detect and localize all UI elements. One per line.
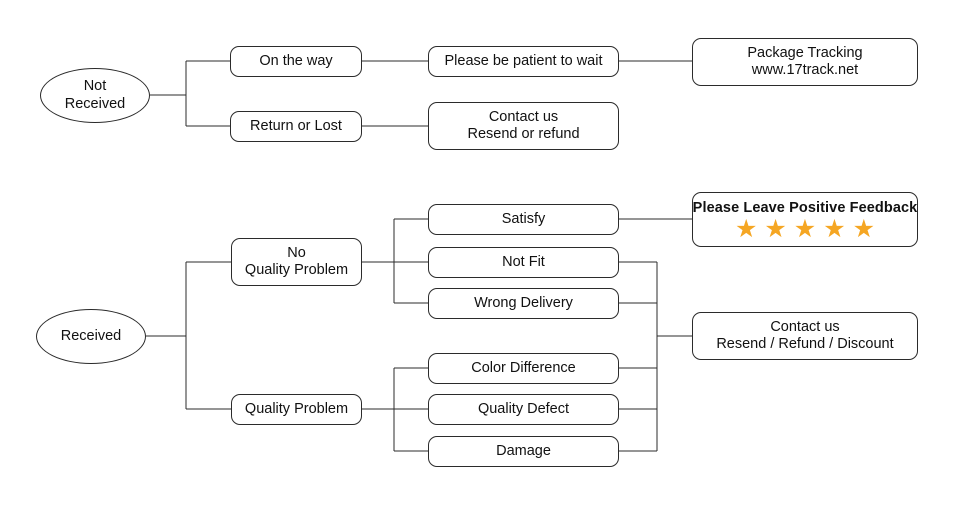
node-contact-us-resend-refund-discount[interactable]: Contact us Resend / Refund / Discount [692, 312, 918, 360]
star-icon: ★ [793, 214, 817, 243]
node-not-fit[interactable]: Not Fit [428, 247, 619, 278]
node-contact-us-resend-or-refund[interactable]: Contact us Resend or refund [428, 102, 619, 150]
node-received[interactable]: Received [36, 309, 146, 364]
node-satisfy[interactable]: Satisfy [428, 204, 619, 235]
positive-feedback-label: Please Leave Positive Feedback [692, 199, 918, 216]
node-wrong-delivery[interactable]: Wrong Delivery [428, 288, 619, 319]
node-on-the-way[interactable]: On the way [230, 46, 362, 77]
node-return-or-lost[interactable]: Return or Lost [230, 111, 362, 142]
node-color-difference[interactable]: Color Difference [428, 353, 619, 384]
node-please-be-patient-to-wait[interactable]: Please be patient to wait [428, 46, 619, 77]
star-icon: ★ [734, 214, 758, 243]
node-positive-feedback[interactable]: Please Leave Positive Feedback ★★★★★ [692, 192, 918, 247]
node-no-quality-problem[interactable]: No Quality Problem [231, 238, 362, 286]
star-rating: ★★★★★ [734, 214, 876, 243]
star-icon: ★ [852, 214, 876, 243]
node-package-tracking[interactable]: Package Tracking www.17track.net [692, 38, 918, 86]
node-quality-problem[interactable]: Quality Problem [231, 394, 362, 425]
star-icon: ★ [764, 214, 787, 243]
star-icon: ★ [823, 214, 846, 243]
node-quality-defect[interactable]: Quality Defect [428, 394, 619, 425]
node-not-received[interactable]: Not Received [40, 68, 150, 123]
node-damage[interactable]: Damage [428, 436, 619, 467]
